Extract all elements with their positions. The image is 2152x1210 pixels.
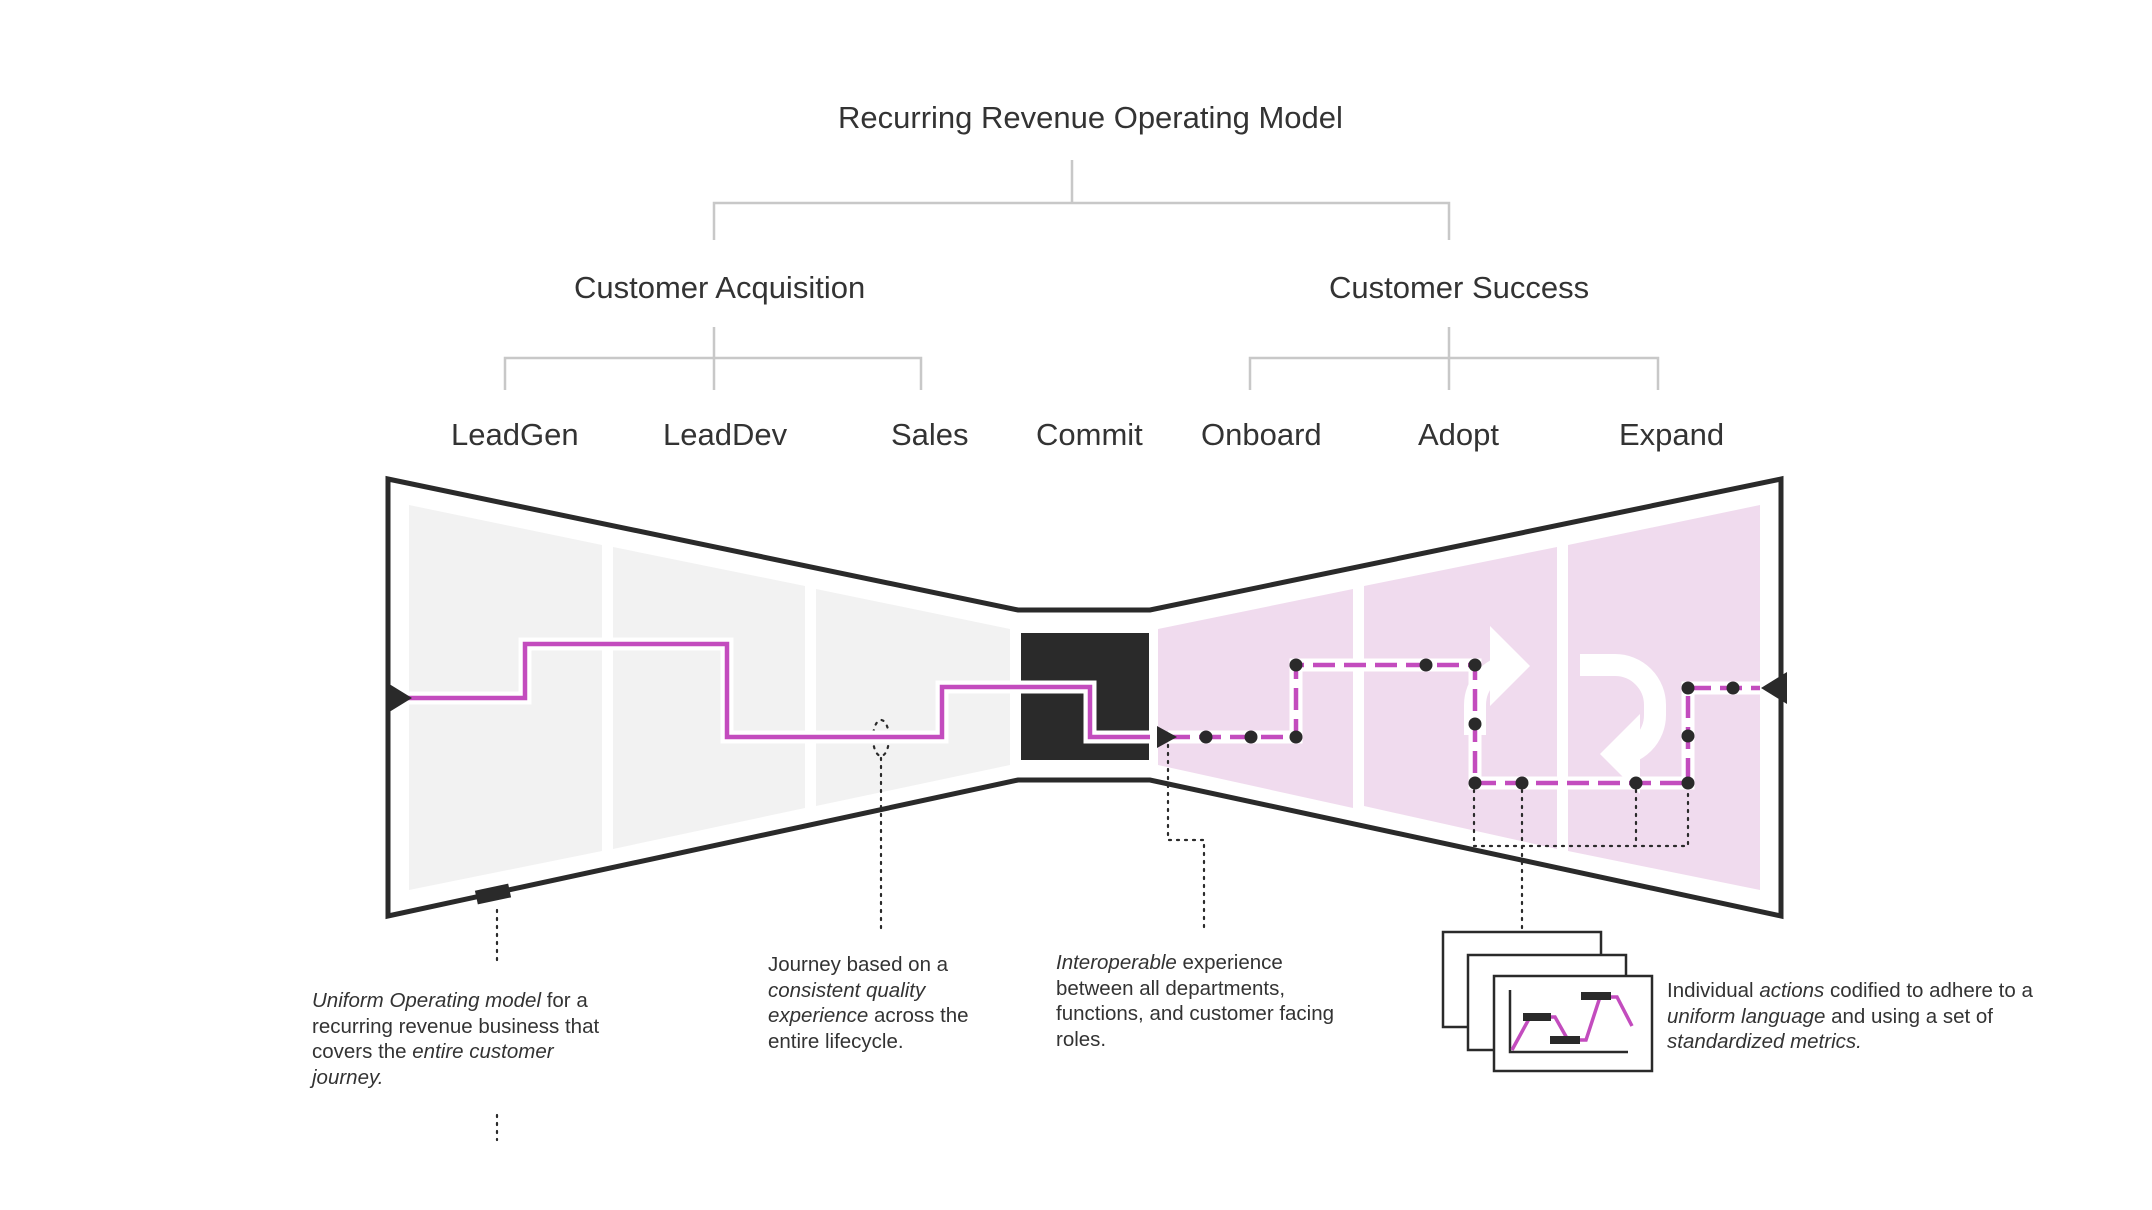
journey-path [394,637,1150,744]
note-consistent-quality: Journey based on a consistent quality ex… [768,953,969,1053]
acquisition-panels [409,505,1010,890]
acquisition-connector [503,327,923,390]
metrics-cards-icon [1441,930,1654,1073]
stage-leadgen: LeadGen [451,417,579,452]
entry-arrow-icon [386,682,412,714]
group-customer-success: Customer Success [1329,270,1590,305]
leader-actions [1472,780,1690,932]
diagram-title: Recurring Revenue Operating Model [838,100,1343,135]
journey-line-acquisition [394,641,1150,740]
stage-sales: Sales [891,417,969,452]
panel-sales [816,589,1010,806]
cycle-arrowheads [1490,626,1640,794]
commit-arrow-icon [1157,726,1177,748]
note-interoperable: Interoperable experience between all dep… [1056,951,1335,1051]
panel-leaddev [613,547,805,849]
leader-interoperable [1166,743,1206,932]
note-individual-actions: Individual actions codified to adhere to… [1667,979,2033,1053]
success-panels [1158,505,1760,890]
panel-adopt [1364,547,1557,849]
stage-adopt: Adopt [1418,417,1500,452]
root-connector [712,160,1451,240]
hierarchy-connectors [503,160,1660,390]
stage-commit: Commit [1036,417,1143,452]
note-uniform-operating-model: Uniform Operating model for a recurring … [312,989,600,1089]
group-customer-acquisition: Customer Acquisition [574,270,866,305]
exit-arrow-icon [1761,672,1787,704]
stage-onboard: Onboard [1201,417,1322,452]
success-connector [1248,327,1660,390]
gap-marker [474,883,512,905]
stage-leaddev: LeadDev [663,417,788,452]
stage-expand: Expand [1619,417,1725,452]
panel-onboard [1158,589,1353,808]
action-dots [1199,658,1740,790]
